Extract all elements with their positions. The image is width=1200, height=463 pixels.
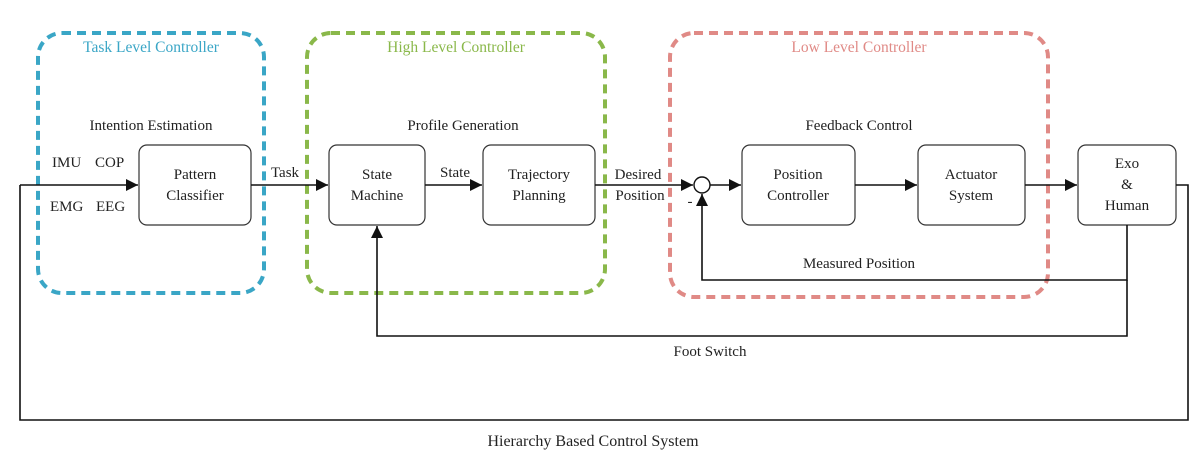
actuator-system-line-2: System (949, 188, 994, 204)
exo-human-line-1: Exo (1115, 156, 1139, 172)
trajectory-planning-line-1: Trajectory (508, 167, 570, 183)
summing-junction (693, 176, 711, 194)
exo-human-block: Exo & Human (1077, 144, 1177, 226)
state-machine-line-2: Machine (351, 188, 404, 204)
measured-position-loop (696, 194, 1128, 281)
emg-label: EMG (50, 199, 84, 215)
actuator-system-line-1: Actuator (945, 167, 997, 183)
position-controller-line-2: Controller (767, 188, 829, 204)
profile-generation-label: Profile Generation (407, 118, 519, 134)
outer-hierarchy-loop (19, 184, 1189, 421)
low-level-group (668, 31, 1050, 299)
imu-label: IMU (52, 155, 81, 171)
intention-estimation-label: Intention Estimation (90, 118, 213, 134)
diagram-caption: Hierarchy Based Control System (487, 433, 699, 450)
feedback-control-label: Feedback Control (805, 118, 912, 134)
state-signal-label: State (440, 165, 470, 181)
high-level-group (305, 31, 607, 295)
state-machine-block: State Machine (328, 144, 426, 226)
low-level-title: Low Level Controller (791, 39, 927, 56)
high-level-title: High Level Controller (387, 39, 526, 56)
trajectory-planning-line-2: Planning (512, 188, 566, 204)
actuator-system-block: Actuator System (917, 144, 1026, 226)
task-level-group (36, 31, 266, 295)
trajectory-planning-block: Trajectory Planning (482, 144, 596, 226)
task-signal-label: Task (271, 165, 300, 181)
desired-label: Desired (615, 167, 662, 183)
foot-switch-label: Foot Switch (674, 344, 747, 360)
position-controller-block: Position Controller (741, 144, 856, 226)
exo-human-line-2: & (1121, 177, 1133, 193)
pattern-classifier-line-1: Pattern (174, 167, 217, 183)
exo-human-line-3: Human (1105, 198, 1150, 214)
position-label: Position (615, 188, 665, 204)
cop-label: COP (95, 155, 124, 171)
position-controller-line-1: Position (773, 167, 823, 183)
minus-sign: - (688, 194, 693, 210)
eeg-label: EEG (96, 199, 125, 215)
measured-position-label: Measured Position (803, 256, 916, 272)
foot-switch-loop (371, 226, 1128, 337)
task-level-title: Task Level Controller (83, 39, 220, 56)
pattern-classifier-line-2: Classifier (166, 188, 224, 204)
pattern-classifier-block: Pattern Classifier (138, 144, 252, 226)
state-machine-line-1: State (362, 167, 392, 183)
